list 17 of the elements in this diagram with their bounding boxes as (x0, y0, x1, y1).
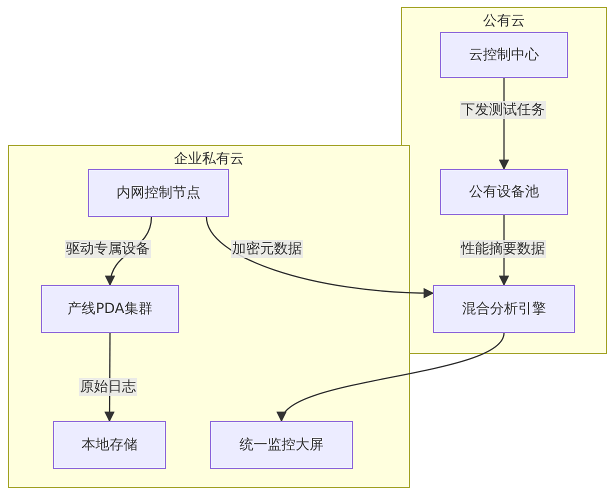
group-container (8, 145, 410, 488)
edge-label: 性能摘要数据 (460, 240, 546, 258)
process-box: 公有设备池 (440, 169, 568, 215)
edge-label: 下发测试任务 (460, 101, 546, 119)
process-box: 内网控制节点 (88, 169, 229, 217)
process-box: 本地存储 (53, 421, 166, 469)
edge-label: 加密元数据 (231, 240, 303, 258)
arrow (206, 216, 434, 298)
group-container (401, 7, 607, 354)
edge-label: 原始日志 (79, 378, 137, 396)
group-title: 企业私有云 (174, 150, 244, 168)
process-box: 混合分析引擎 (433, 285, 575, 333)
process-box: 统一监控大屏 (210, 421, 353, 469)
edge-label: 驱动专属设备 (65, 240, 151, 258)
process-box: 云控制中心 (440, 32, 568, 78)
group-title: 公有云 (483, 12, 525, 30)
process-box: 产线PDA集群 (41, 285, 179, 333)
